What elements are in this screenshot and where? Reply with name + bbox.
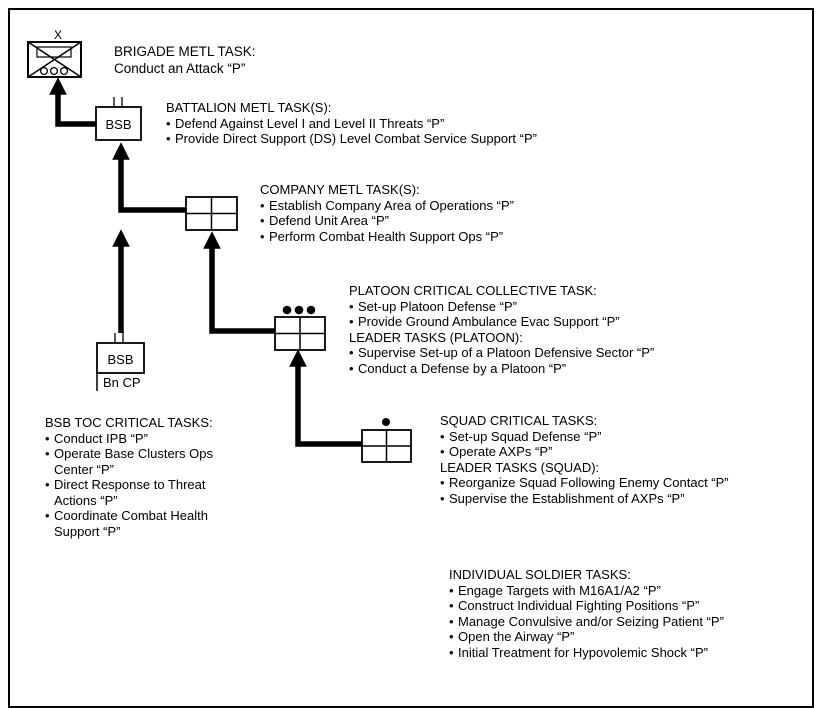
squad-task-item: Operate AXPs “P” — [440, 444, 729, 460]
brigade-task: Conduct an Attack “P” — [114, 61, 246, 76]
battalion-to-brigade-arrow — [49, 77, 96, 127]
platoon-leader-task-item: Supervise Set-up of a Platoon Defensive … — [349, 345, 654, 361]
platoon-unit-symbol — [274, 305, 326, 351]
brigade-heading: BRIGADE METL TASK: — [114, 44, 256, 59]
diagram-graphics: X BSB BSB — [27, 28, 412, 463]
bn-cp-unit-symbol: BSB — [96, 333, 145, 391]
company-task-item: Defend Unit Area “P” — [260, 213, 514, 229]
company-heading: COMPANY METL TASK(S): — [260, 182, 420, 197]
squad-to-platoon-arrow — [289, 349, 362, 447]
toc-task-line: Conduct IPB “P” — [54, 430, 148, 446]
platoon-task-block: PLATOON CRITICAL COLLECTIVE TASK: Set-up… — [349, 283, 654, 376]
squad-heading: SQUAD CRITICAL TASKS: — [440, 413, 598, 428]
individual-heading: INDIVIDUAL SOLDIER TASKS: — [449, 567, 631, 582]
squad-unit-symbol — [361, 418, 412, 463]
company-task-block: COMPANY METL TASK(S): Establish Company … — [260, 182, 514, 244]
toc-task-line: Coordinate Combat Health — [54, 508, 208, 523]
toc-heading: BSB TOC CRITICAL TASKS: — [45, 415, 213, 430]
company-task-item: Establish Company Area of Operations “P” — [260, 198, 514, 214]
squad-leader-task-item: Reorganize Squad Following Enemy Contact… — [440, 475, 729, 491]
battalion-task-item: Defend Against Level I and Level II Thre… — [166, 116, 537, 132]
individual-task-item: Initial Treatment for Hypovolemic Shock … — [449, 645, 724, 661]
battalion-task-item: Provide Direct Support (DS) Level Combat… — [166, 131, 537, 147]
brigade-echelon-mark: X — [54, 28, 62, 42]
brigade-task-block: BRIGADE METL TASK: Conduct an Attack “P” — [114, 43, 256, 77]
battalion-task-block: BATTALION METL TASK(S): Defend Against L… — [166, 100, 537, 147]
individual-task-item: Construct Individual Fighting Positions … — [449, 598, 724, 614]
platoon-leader-heading: LEADER TASKS (PLATOON): — [349, 329, 523, 345]
toc-task-line: Operate Base Clusters Ops — [54, 446, 213, 461]
brigade-unit-symbol: X — [27, 28, 82, 78]
individual-task-item: Engage Targets with M16A1/A2 “P” — [449, 583, 724, 599]
battalion-symbol-label: BSB — [105, 117, 131, 132]
squad-leader-heading: LEADER TASKS (SQUAD): — [440, 459, 600, 475]
company-task-item: Perform Combat Health Support Ops “P” — [260, 229, 514, 245]
toc-task-line: Center “P” — [54, 461, 114, 477]
toc-task-line: Support “P” — [54, 523, 121, 539]
squad-leader-task-item: Supervise the Establishment of AXPs “P” — [440, 491, 729, 507]
platoon-to-company-arrow — [203, 231, 275, 334]
squad-task-item: Set-up Squad Defense “P” — [440, 429, 729, 445]
bn-cp-symbol-label: BSB — [107, 352, 133, 367]
platoon-task-item: Set-up Platoon Defense “P” — [349, 299, 654, 315]
toc-task-block: BSB TOC CRITICAL TASKS: Conduct IPB “P” … — [45, 415, 213, 539]
platoon-leader-task-item: Conduct a Defense by a Platoon “P” — [349, 361, 654, 377]
bn-cp-label: Bn CP — [103, 375, 141, 390]
squad-task-block: SQUAD CRITICAL TASKS: Set-up Squad Defen… — [440, 413, 729, 506]
individual-task-item: Manage Convulsive and/or Seizing Patient… — [449, 614, 724, 630]
toc-task-line: Actions “P” — [54, 492, 118, 508]
platoon-heading: PLATOON CRITICAL COLLECTIVE TASK: — [349, 283, 597, 298]
platoon-task-item: Provide Ground Ambulance Evac Support “P… — [349, 314, 654, 330]
company-to-battalion-arrow — [112, 142, 186, 213]
company-unit-symbol — [185, 196, 238, 231]
toc-task-item: Conduct IPB “P” — [45, 431, 213, 447]
individual-task-block: INDIVIDUAL SOLDIER TASKS: Engage Targets… — [449, 567, 724, 660]
battalion-heading: BATTALION METL TASK(S): — [166, 100, 332, 115]
individual-task-item: Open the Airway “P” — [449, 629, 724, 645]
toc-task-line: Direct Response to Threat — [54, 477, 206, 492]
battalion-unit-symbol: BSB — [95, 97, 142, 141]
